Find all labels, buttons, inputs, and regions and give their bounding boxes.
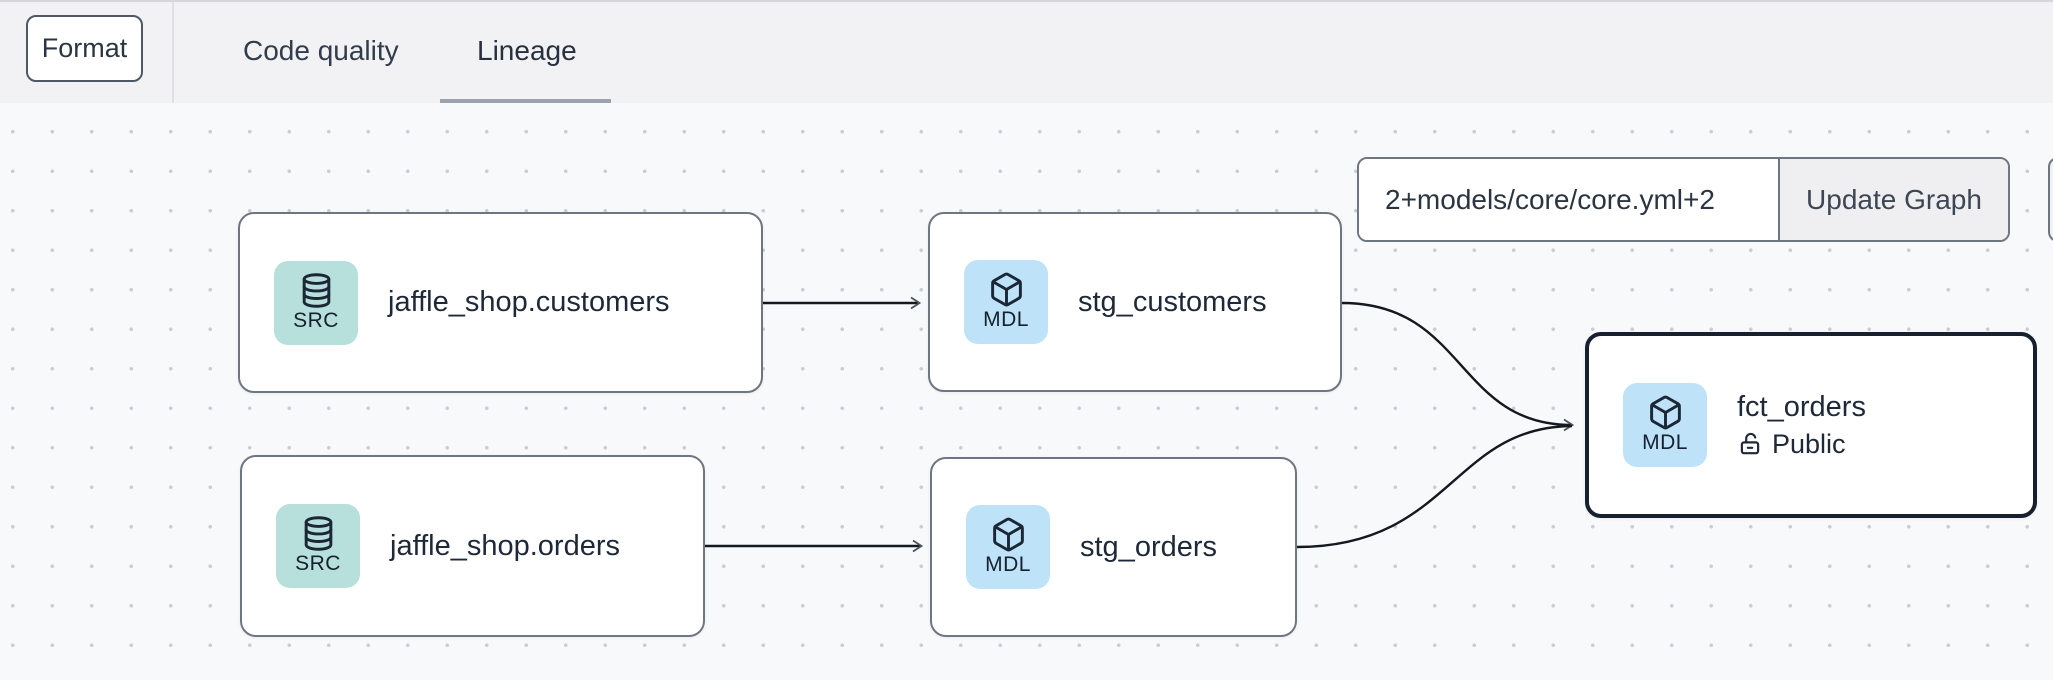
node-label: stg_customers	[1078, 285, 1267, 318]
cube-icon	[990, 273, 1022, 307]
active-tab-underline	[440, 99, 611, 105]
format-button[interactable]: Format	[26, 15, 143, 82]
node-stg-orders[interactable]: MDL stg_orders	[930, 457, 1297, 637]
model-badge: MDL	[1623, 383, 1707, 467]
badge-label: MDL	[983, 308, 1029, 332]
badge-label: MDL	[985, 553, 1031, 577]
cube-icon	[1649, 396, 1681, 430]
clipped-right-button[interactable]	[2048, 157, 2053, 242]
selector-input[interactable]	[1359, 159, 1778, 240]
node-jaffle-shop-customers[interactable]: SRC jaffle_shop.customers	[238, 212, 763, 393]
node-stg-customers[interactable]: MDL stg_customers	[928, 212, 1342, 392]
unlock-icon	[1740, 432, 1760, 455]
graph-controls: Update Graph	[1357, 157, 2010, 242]
badge-label: SRC	[295, 552, 341, 576]
badge-label: MDL	[1642, 431, 1688, 455]
model-badge: MDL	[966, 505, 1050, 589]
source-badge: SRC	[274, 260, 358, 345]
node-label: fct_orders	[1737, 390, 1866, 423]
cube-icon	[992, 518, 1024, 552]
toolbar: Format Code quality Lineage	[0, 0, 2053, 105]
controls-divider	[1778, 159, 1780, 240]
toolbar-divider	[172, 2, 174, 103]
tab-code-quality[interactable]: Code quality	[243, 35, 399, 66]
access-label: Public	[1772, 428, 1846, 459]
node-label: stg_orders	[1080, 530, 1218, 563]
tab-lineage[interactable]: Lineage	[477, 35, 577, 66]
database-icon	[302, 273, 330, 308]
model-badge: MDL	[964, 260, 1048, 344]
badge-label: SRC	[293, 308, 339, 332]
update-graph-button[interactable]: Update Graph	[1780, 159, 2008, 240]
node-label: jaffle_shop.orders	[390, 529, 621, 562]
source-badge: SRC	[276, 504, 360, 588]
node-label: jaffle_shop.customers	[388, 286, 670, 318]
node-jaffle-shop-orders[interactable]: SRC jaffle_shop.orders	[240, 455, 705, 637]
database-icon	[304, 516, 332, 552]
access-row: Public	[1737, 429, 1866, 460]
node-fct-orders[interactable]: MDL fct_orders Public	[1585, 332, 2037, 518]
